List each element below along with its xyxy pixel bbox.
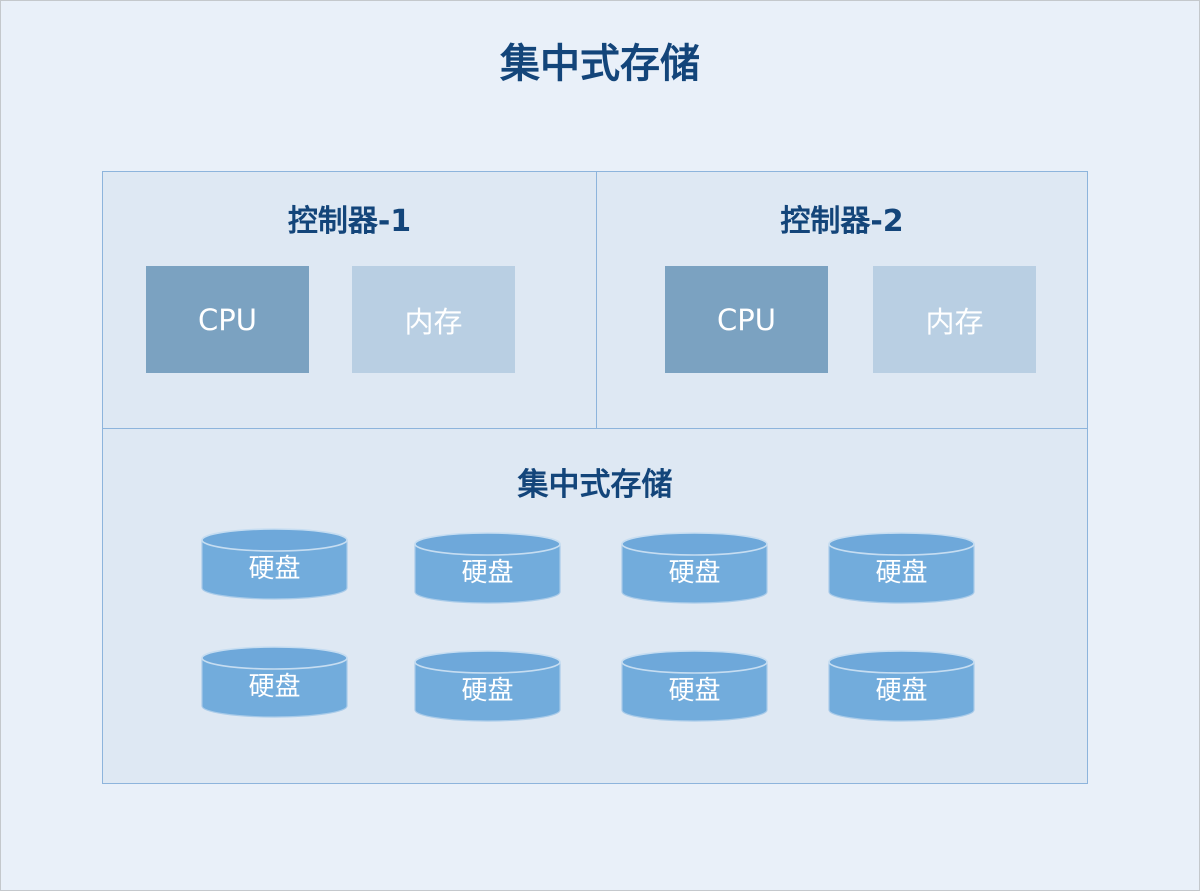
- controller-1-cpu: CPU: [146, 266, 309, 373]
- controller-2-cpu: CPU: [665, 266, 828, 373]
- controller-1-panel: 控制器-1 CPU 内存: [102, 171, 597, 429]
- disk-8-label: 硬盘: [875, 676, 928, 706]
- disk-2-label: 硬盘: [461, 558, 514, 588]
- disk-6-label: 硬盘: [461, 676, 514, 706]
- disk-5: 硬盘: [201, 646, 348, 718]
- disk-icon: [201, 646, 348, 718]
- disk-3: 硬盘: [621, 532, 768, 604]
- controller-2-cpu-label: CPU: [717, 302, 776, 337]
- storage-title: 集中式存储: [517, 467, 673, 503]
- disk-8: 硬盘: [828, 650, 975, 722]
- disk-6: 硬盘: [414, 650, 561, 722]
- disk-5-label: 硬盘: [248, 672, 301, 702]
- controller-1-memory: 内存: [352, 266, 515, 373]
- disk-icon: [414, 650, 561, 722]
- storage-panel: 集中式存储 硬盘 硬盘 硬盘: [102, 428, 1088, 784]
- controller-2-memory: 内存: [873, 266, 1036, 373]
- controller-1-title: 控制器-1: [287, 204, 412, 239]
- controller-2-memory-label: 内存: [925, 304, 984, 339]
- disk-7: 硬盘: [621, 650, 768, 722]
- disk-4-label: 硬盘: [875, 558, 928, 588]
- disk-icon: [414, 532, 561, 604]
- controller-1-cpu-label: CPU: [198, 302, 257, 337]
- disk-1-label: 硬盘: [248, 554, 301, 584]
- disk-3-label: 硬盘: [668, 558, 721, 588]
- disk-icon: [828, 650, 975, 722]
- disk-icon: [828, 532, 975, 604]
- disk-4: 硬盘: [828, 532, 975, 604]
- disk-icon: [621, 650, 768, 722]
- controller-2-title: 控制器-2: [780, 204, 904, 239]
- disk-icon: [201, 528, 348, 600]
- disk-7-label: 硬盘: [668, 676, 721, 706]
- disk-2: 硬盘: [414, 532, 561, 604]
- disk-1: 硬盘: [201, 528, 348, 600]
- disk-icon: [621, 532, 768, 604]
- page-title: 集中式存储: [500, 41, 700, 87]
- controller-1-memory-label: 内存: [404, 304, 463, 339]
- controller-2-panel: 控制器-2 CPU 内存: [596, 171, 1088, 429]
